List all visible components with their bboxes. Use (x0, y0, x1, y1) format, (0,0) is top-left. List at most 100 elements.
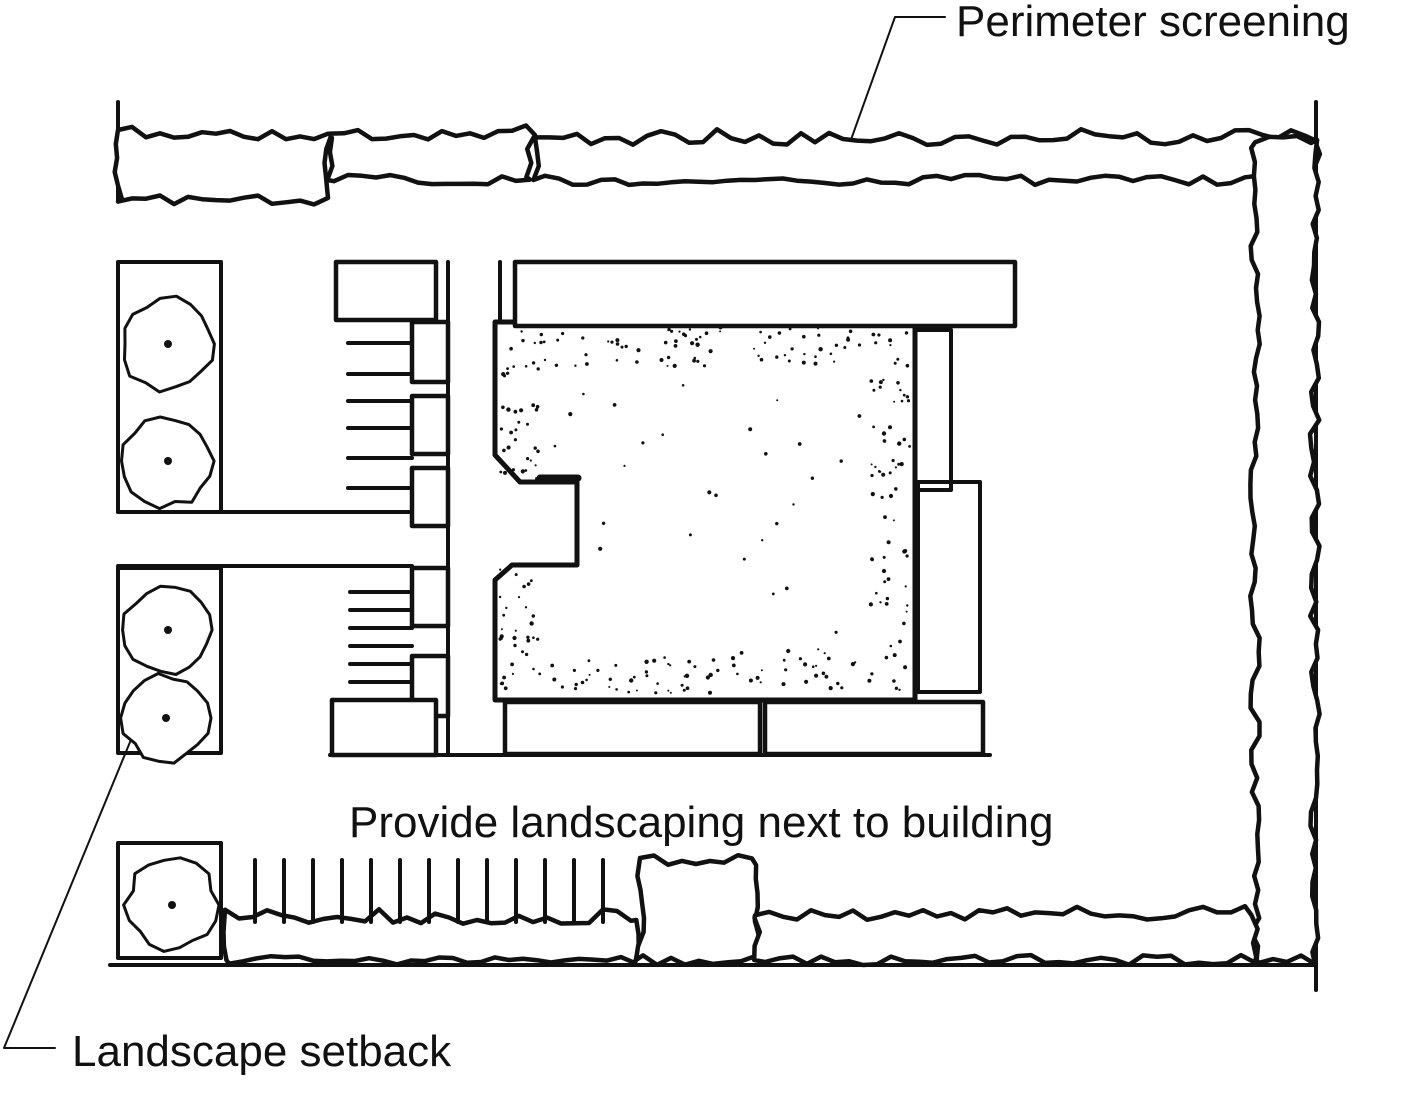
stipple-dot (517, 420, 521, 424)
stipple-dot (853, 661, 857, 664)
stipple-dot (878, 385, 882, 389)
stipple-dot (708, 690, 712, 695)
stipple-dot (635, 689, 638, 692)
stipple-dot (688, 533, 692, 537)
stipple-dot (502, 675, 506, 680)
stipple-dot (608, 686, 611, 688)
stipple-dot (904, 585, 907, 588)
stipple-dot (524, 606, 528, 609)
stipple-dot (499, 682, 503, 685)
stipple-dot (881, 568, 887, 574)
stipple-dot (499, 470, 503, 474)
stipple-dot (803, 662, 808, 667)
stipple-dot (869, 379, 874, 383)
stipple-dot (781, 682, 786, 687)
stipple-dot (666, 355, 671, 360)
stipple-dot (905, 363, 910, 368)
stipple-dot (511, 672, 514, 676)
stipple-dot (505, 371, 510, 375)
hedge-segment (751, 903, 1260, 968)
perimeter-screening-label: Perimeter screening (956, 0, 1350, 46)
stipple-dot (881, 472, 886, 477)
building-footprint (492, 319, 982, 703)
hedge-segment (112, 124, 334, 207)
stipple-dot (760, 669, 763, 672)
stipple-dot (574, 682, 578, 687)
stipple-dot (498, 637, 502, 641)
stipple-dot (739, 651, 744, 655)
stipple-dot (810, 476, 815, 480)
stipple-dot (644, 670, 649, 674)
stipple-dot (797, 442, 802, 446)
stipple-dot (692, 358, 696, 363)
stipple-dot (669, 664, 672, 667)
stipple-dot (666, 364, 669, 367)
stipple-dot (857, 343, 862, 347)
stipple-dot (850, 662, 856, 667)
stipple-dot (840, 686, 844, 690)
stipple-dot (614, 663, 618, 667)
stipple-dot (884, 602, 889, 606)
stipple-dot (784, 586, 789, 591)
stipple-dot (704, 331, 709, 336)
stipple-dot (886, 577, 891, 581)
stipple-dot (532, 636, 535, 639)
stipple-dot (870, 463, 873, 466)
hedge-segment (221, 907, 641, 967)
stipple-dot (892, 653, 897, 658)
stipple-dot (802, 334, 806, 339)
stipple-dot (556, 338, 560, 342)
stipple-dot (870, 672, 874, 676)
stipple-dot (877, 333, 881, 337)
stipple-dot (893, 400, 896, 403)
stipple-dot (543, 358, 547, 362)
stipple-dot (598, 546, 603, 551)
stipple-dot (503, 470, 507, 475)
stipple-dot (506, 407, 511, 412)
stipple-dot (669, 691, 672, 694)
stipple-dot (881, 431, 887, 436)
stipple-dot (581, 336, 585, 340)
stipple-dot (620, 345, 624, 349)
stipple-dot (524, 469, 528, 472)
stipple-dot (678, 330, 681, 333)
stipple-dot (673, 344, 678, 348)
stipple-dot (524, 365, 528, 368)
stipple-dot (904, 331, 909, 335)
stipple-dot (828, 686, 833, 691)
stipple-dot (775, 355, 779, 359)
stipple-dot (874, 465, 877, 469)
stipple-dot (526, 422, 529, 426)
stipple-dot (759, 681, 762, 684)
building-landscaping (502, 259, 1018, 757)
stipple-dot (615, 359, 619, 362)
stipple-dot (685, 686, 690, 690)
building-roof-texture (498, 324, 911, 695)
stipple-dot (529, 621, 534, 626)
stipple-dot (886, 540, 891, 545)
stipple-dot (902, 437, 907, 442)
stipple-dot (641, 441, 645, 445)
stipple-dot (815, 664, 818, 667)
stipple-dot (684, 673, 690, 678)
stipple-dot (898, 639, 902, 644)
stipple-dot (870, 473, 874, 478)
stipple-dot (519, 408, 524, 413)
stipple-dot (824, 674, 829, 679)
stipple-dot (775, 521, 779, 526)
stipple-dot (755, 675, 760, 680)
stipple-dot (693, 665, 697, 669)
stipple-dot (501, 372, 506, 377)
stipple-dot (533, 341, 536, 345)
stipple-dot (526, 638, 531, 643)
stipple-dot (588, 673, 591, 676)
stipple-dot (894, 686, 899, 690)
stipple-dot (872, 388, 876, 392)
stipple-dot (624, 344, 628, 349)
stipple-dot (763, 341, 767, 344)
stipple-dot (663, 340, 668, 345)
stipple-dot (905, 610, 908, 613)
stipple-dot (893, 361, 897, 365)
stipple-dot (506, 445, 511, 450)
